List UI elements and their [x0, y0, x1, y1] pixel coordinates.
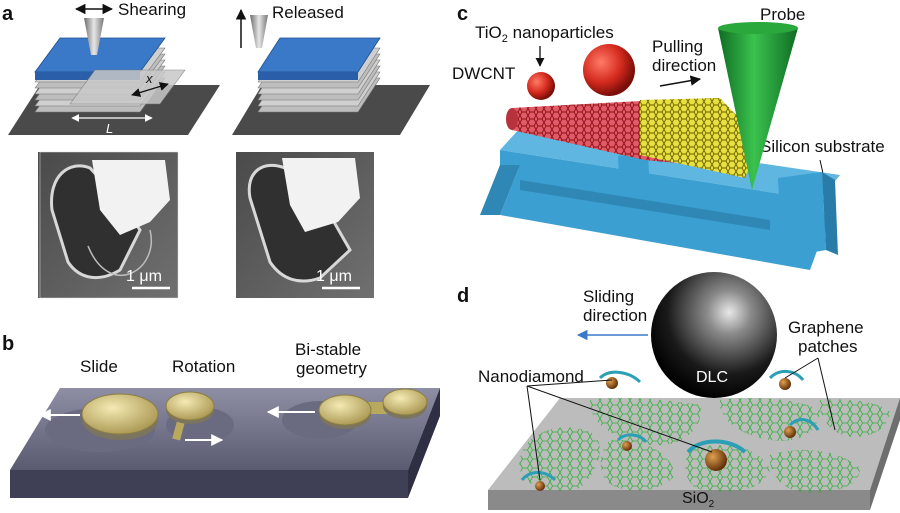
sheared-stack [34, 37, 186, 113]
scale-bar-right-label: 1 μm [316, 268, 352, 285]
sio2-label: SiO2 [682, 490, 715, 510]
afm-tip-left [84, 18, 104, 55]
x-arrow [131, 82, 169, 97]
silicon-substrate-label: Silicon substrate [760, 137, 885, 156]
dwcnt-nanotube [506, 98, 760, 178]
rotation-label: Rotation [172, 357, 235, 376]
released-label: Released [272, 3, 344, 22]
panel-a: a Shearing x L [2, 0, 430, 299]
pulling-arrow [659, 75, 702, 87]
panel-c: c TiO2 nanoparticles Probe Pulling direc… [452, 3, 885, 270]
panel-d: d Sliding direction Graphene patches Nan… [457, 272, 900, 510]
panel-c-letter: c [457, 3, 468, 25]
sem-image-right: 1 μm [236, 152, 374, 298]
dlc-label: DLC [696, 369, 728, 386]
bistable-label-line1: Bi-stable [295, 340, 361, 359]
sliding-label-line1: Sliding [583, 287, 634, 306]
nanodiamond-particles [520, 370, 820, 491]
panel-d-letter: d [457, 285, 469, 307]
probe-cone [718, 28, 798, 190]
shearing-label: Shearing [118, 0, 186, 19]
graphene-label-line2: patches [798, 337, 858, 356]
pulling-label-line1: Pulling [652, 37, 703, 56]
dlc-sphere [651, 272, 777, 398]
gold-disc-slide [81, 393, 159, 440]
tio2-label: TiO2 nanoparticles [475, 23, 614, 45]
nanodiamond-label: Nanodiamond [478, 367, 584, 386]
afm-tip-right [250, 15, 268, 48]
tio2-particle-large [583, 44, 635, 96]
slide-label: Slide [80, 357, 118, 376]
pulling-label-line2: direction [652, 56, 716, 75]
tio2-particle-small [527, 72, 555, 100]
sem-image-left: 1 μm [38, 151, 179, 299]
scale-bar-left-label: 1 μm [126, 268, 162, 285]
bistable-label-line2: geometry [296, 359, 367, 378]
sliding-label-line2: direction [583, 306, 647, 325]
gold-disc-rotation [165, 391, 215, 441]
released-stack [257, 37, 381, 113]
panel-a-letter: a [2, 3, 14, 25]
gold-bistable-structure [318, 388, 428, 429]
panel-b-letter: b [2, 333, 14, 355]
dwcnt-label: DWCNT [452, 64, 515, 83]
leader-lines-d [526, 357, 836, 481]
panel-b: b Slide Rotation Bi-stable geometry [2, 333, 440, 498]
probe-label: Probe [760, 5, 805, 24]
x-label: x [145, 71, 153, 86]
graphene-label-line1: Graphene [788, 318, 864, 337]
l-label: L [106, 121, 113, 136]
